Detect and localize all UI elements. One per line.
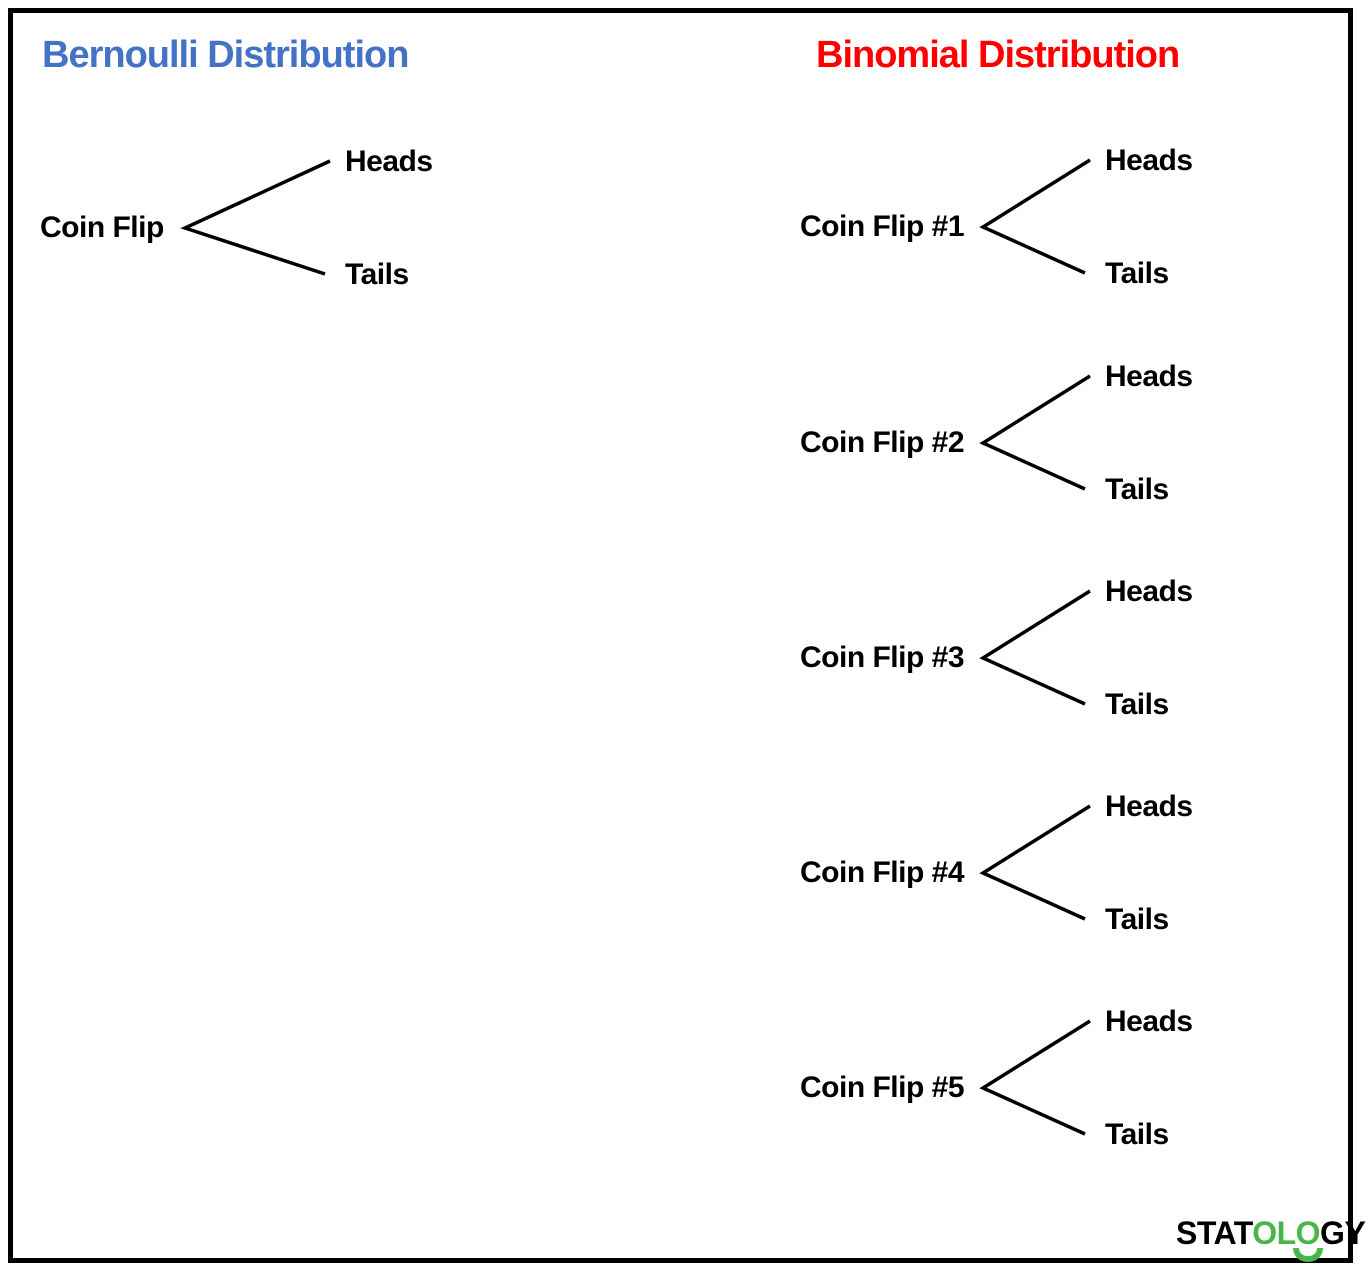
tails-label: Tails (1105, 473, 1169, 506)
logo-text-olo: OLO (1252, 1215, 1321, 1251)
binomial-title: Binomial Distribution (816, 34, 1180, 76)
branch-lines-icon (180, 159, 331, 276)
coin-flip-root-label: Coin Flip #5 (800, 1071, 965, 1104)
binomial-tree-2: Coin Flip #2 Heads Tails (800, 358, 1220, 528)
branch-lines-icon (979, 374, 1091, 491)
coin-flip-root-label: Coin Flip #4 (800, 856, 965, 889)
logo-text-gy: GY (1320, 1215, 1366, 1251)
heads-label: Heads (1105, 575, 1193, 608)
tails-label: Tails (1105, 903, 1169, 936)
branch-lines-icon (979, 158, 1091, 275)
heads-label: Heads (1105, 790, 1193, 823)
heads-label: Heads (1105, 1005, 1193, 1038)
coin-flip-root-label: Coin Flip #2 (800, 426, 965, 459)
tails-label: Tails (345, 258, 409, 291)
tails-label: Tails (1105, 1118, 1169, 1151)
statology-logo: STATOLOGY (1176, 1215, 1366, 1263)
branch-lines-icon (979, 1019, 1091, 1136)
binomial-tree-4: Coin Flip #4 Heads Tails (800, 788, 1220, 958)
heads-label: Heads (1105, 360, 1193, 393)
binomial-tree-1: Coin Flip #1 Heads Tails (800, 142, 1220, 312)
binomial-tree-5: Coin Flip #5 Heads Tails (800, 1003, 1220, 1173)
branch-lines-icon (979, 804, 1091, 921)
binomial-tree-3: Coin Flip #3 Heads Tails (800, 573, 1220, 743)
logo-text-stat: STAT (1176, 1215, 1253, 1251)
coin-flip-root-label: Coin Flip #3 (800, 641, 965, 674)
coin-flip-root-label: Coin Flip (40, 211, 164, 244)
coin-flip-root-label: Coin Flip #1 (800, 210, 965, 243)
heads-label: Heads (345, 145, 433, 178)
branch-lines-icon (979, 589, 1091, 706)
logo-smile-icon (1293, 1248, 1323, 1262)
tails-label: Tails (1105, 257, 1169, 290)
bernoulli-title: Bernoulli Distribution (42, 34, 409, 76)
bernoulli-tree: Coin Flip Heads Tails (40, 143, 460, 313)
tails-label: Tails (1105, 688, 1169, 721)
heads-label: Heads (1105, 144, 1193, 177)
